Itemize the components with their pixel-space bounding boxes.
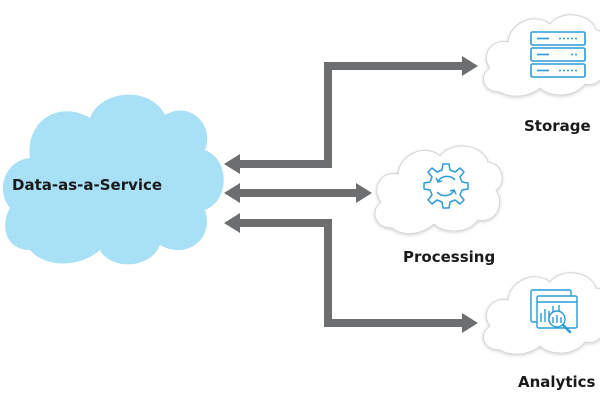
chart-magnifier-icon — [530, 289, 578, 334]
processing-cloud — [374, 145, 503, 234]
main-node-label: Data-as-a-Service — [12, 176, 163, 194]
storage-cloud — [482, 14, 600, 97]
server-rack-icon — [530, 31, 586, 78]
analytics-connection-arrow — [224, 213, 478, 333]
analytics-label: Analytics — [518, 373, 596, 391]
data-as-a-service-cloud — [2, 94, 224, 265]
storage-label: Storage — [524, 117, 591, 135]
processing-label: Processing — [403, 248, 496, 266]
gear-sync-icon — [423, 163, 469, 209]
arrows — [224, 56, 478, 333]
storage-connection-arrow — [224, 56, 478, 174]
processing-connection-arrow — [224, 183, 372, 203]
